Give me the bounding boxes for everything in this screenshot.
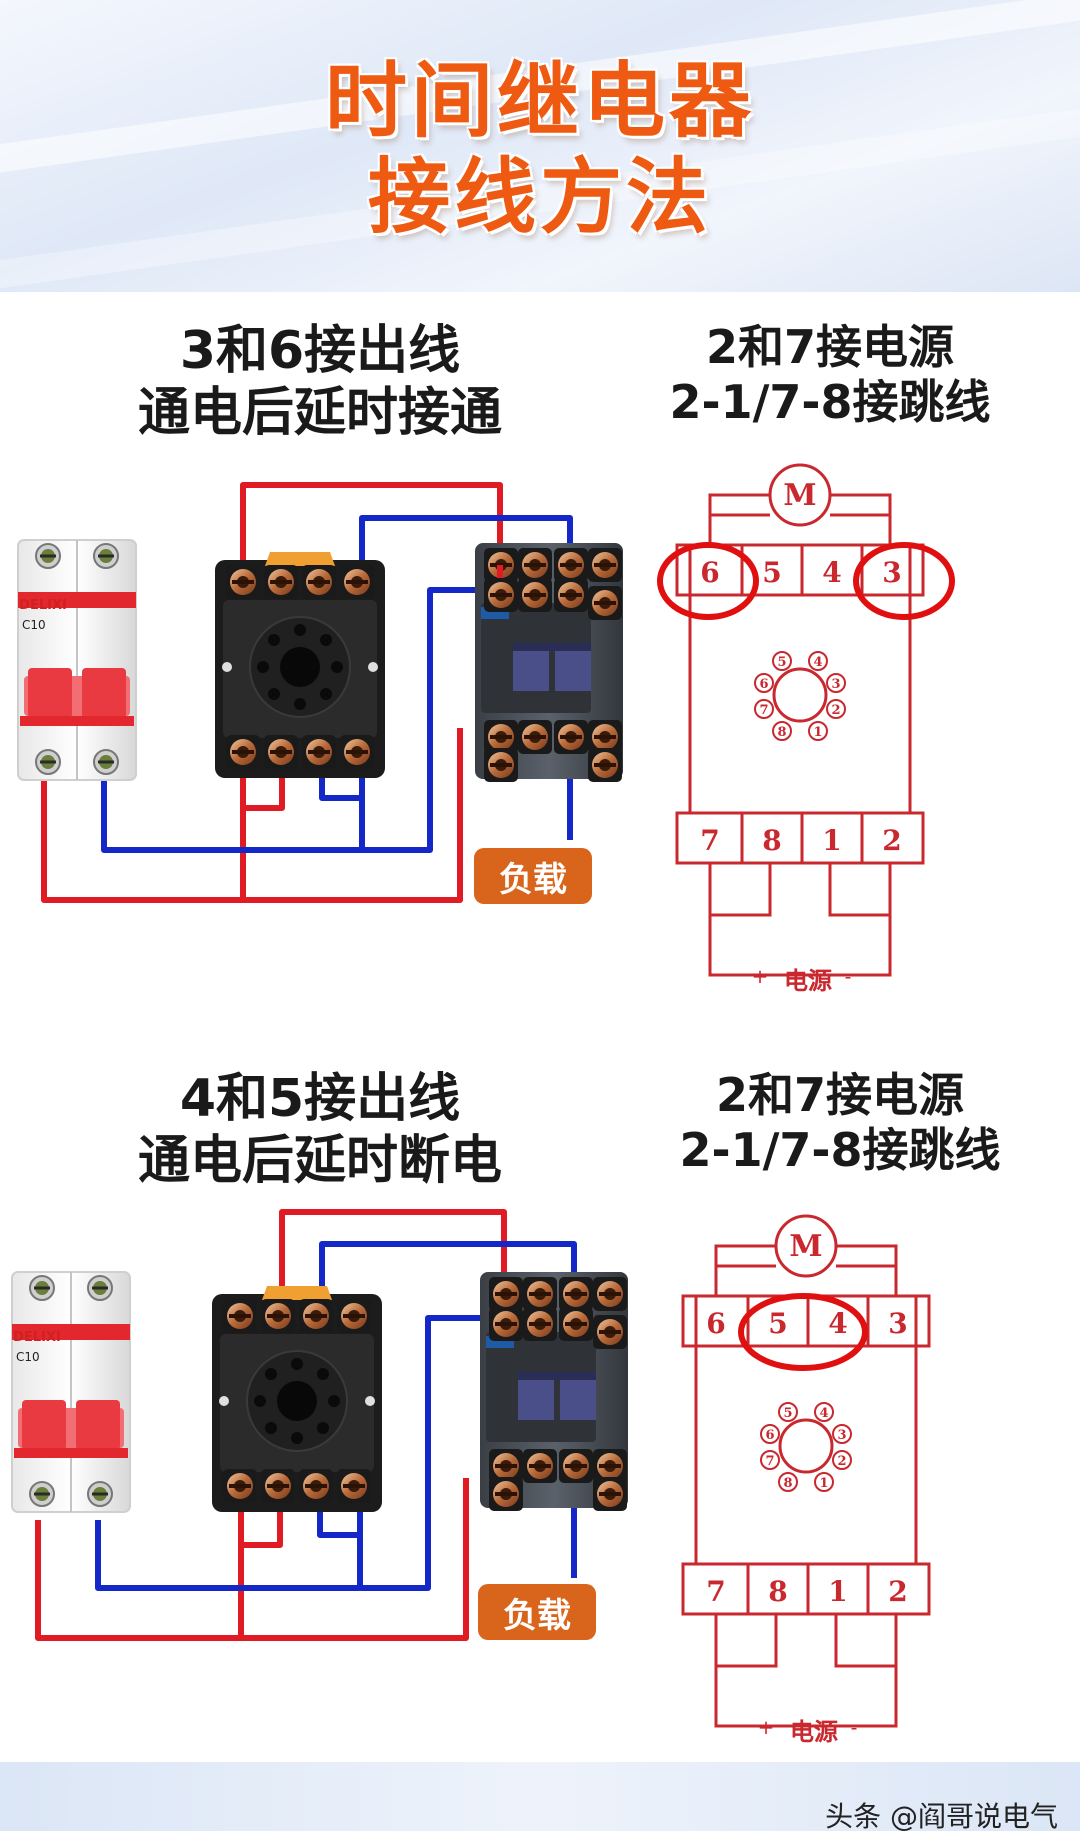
title-banner: 时间继电器 接线方法 <box>0 0 1080 292</box>
pin-ring-1-s2 <box>814 1472 834 1492</box>
pin-ring-3-s1 <box>826 673 846 693</box>
motor-label-2: M <box>789 1229 822 1264</box>
minus-sign-2: - <box>851 1715 858 1739</box>
schematic-1 <box>675 463 925 977</box>
pin-5-s1: 5 <box>777 655 786 670</box>
s1-right-caption: 2和7接电源 2-1/7-8接跳线 <box>669 320 991 430</box>
load-box <box>474 848 592 904</box>
load-label-1: 负载 <box>499 860 567 900</box>
top-terminal-3-s2: 3 <box>888 1307 907 1340</box>
pin-1-s2: 1 <box>819 1476 828 1491</box>
pin-ring-2-s1 <box>826 699 846 719</box>
top-terminal-4-s2: 4 <box>828 1307 847 1340</box>
top-terminal-4-s1: 4 <box>822 556 841 589</box>
pin-2-s2: 2 <box>837 1454 846 1469</box>
pin-ring-7-s2 <box>760 1450 780 1470</box>
pin-ring-6-s2 <box>760 1424 780 1444</box>
pin-ring-4-s1 <box>808 651 828 671</box>
footer-bar <box>0 1762 1080 1831</box>
motor-label-1: M <box>783 478 816 513</box>
pin-5-s2: 5 <box>783 1406 792 1421</box>
pin-ring-8-s2 <box>778 1472 798 1492</box>
minus-sign-1: - <box>845 964 852 988</box>
s1-left-caption: 3和6接出线 通电后延时接通 <box>137 321 502 444</box>
pin-7-s2: 7 <box>765 1454 774 1469</box>
watermark: 头条 @阎哥说电气 <box>825 1800 1058 1833</box>
pin-7-s1: 7 <box>759 703 768 718</box>
pin-8-s2: 8 <box>783 1476 792 1491</box>
pin-ring-2-s2 <box>832 1450 852 1470</box>
plus-sign-1: + <box>752 964 769 988</box>
pin-ring-6-s1 <box>754 673 774 693</box>
pin-ring-8-s1 <box>772 721 792 741</box>
schematic-2 <box>681 1214 931 1728</box>
top-terminal-3-s1: 3 <box>882 556 901 589</box>
s2-left-caption: 4和5接出线 通电后延时断电 <box>137 1069 502 1192</box>
breaker-brand-2: DELIXI <box>13 1330 61 1345</box>
pin-ring-5-s1 <box>772 651 792 671</box>
top-terminal-5-s2: 5 <box>768 1307 787 1340</box>
bottom-terminal-1-s1: 1 <box>822 824 841 857</box>
breaker-model-1: C10 <box>22 618 46 632</box>
pin-3-s1: 3 <box>831 677 840 692</box>
top-terminal-5-s1: 5 <box>762 556 781 589</box>
power-label-1: 电源 <box>784 966 832 995</box>
pin-6-s1: 6 <box>759 677 768 692</box>
pin-ring-5-s2 <box>778 1402 798 1422</box>
title-line-1: 时间继电器 <box>324 54 755 149</box>
top-terminal-6-s2: 6 <box>706 1307 725 1340</box>
bottom-terminal-7-s1: 7 <box>700 824 719 857</box>
load-label-2: 负载 <box>503 1596 571 1636</box>
pin-ring-1-s1 <box>808 721 828 741</box>
plus-sign-2: + <box>758 1715 775 1739</box>
pin-1-s1: 1 <box>813 725 822 740</box>
breaker-model-2: C10 <box>16 1350 40 1364</box>
section2-wiring <box>12 1209 628 1641</box>
bottom-terminal-8-s1: 8 <box>762 824 781 857</box>
section1-wiring <box>18 482 623 904</box>
pin-ring-4-s2 <box>814 1402 834 1422</box>
bottom-terminal-2-s2: 2 <box>888 1575 907 1608</box>
pin-8-s1: 8 <box>777 725 786 740</box>
pin-4-s1: 4 <box>813 655 822 670</box>
top-terminal-6-s1: 6 <box>700 556 719 589</box>
load-box-2 <box>478 1584 596 1640</box>
bottom-terminal-7-s2: 7 <box>706 1575 725 1608</box>
pin-ring-7-s1 <box>754 699 774 719</box>
highlight-circles <box>657 542 955 1371</box>
power-label-2: 电源 <box>790 1717 838 1746</box>
pin-6-s2: 6 <box>765 1428 774 1443</box>
pin-3-s2: 3 <box>837 1428 846 1443</box>
bottom-terminal-8-s2: 8 <box>768 1575 787 1608</box>
bottom-terminal-2-s1: 2 <box>882 824 901 857</box>
s2-right-caption: 2和7接电源 2-1/7-8接跳线 <box>679 1068 1001 1178</box>
pin-4-s2: 4 <box>819 1406 828 1421</box>
title-line-2: 接线方法 <box>367 150 712 245</box>
bottom-terminal-1-s2: 1 <box>828 1575 847 1608</box>
pin-2-s1: 2 <box>831 703 840 718</box>
pin-ring-3-s2 <box>832 1424 852 1444</box>
breaker-brand-1: DELIXI <box>19 598 67 613</box>
